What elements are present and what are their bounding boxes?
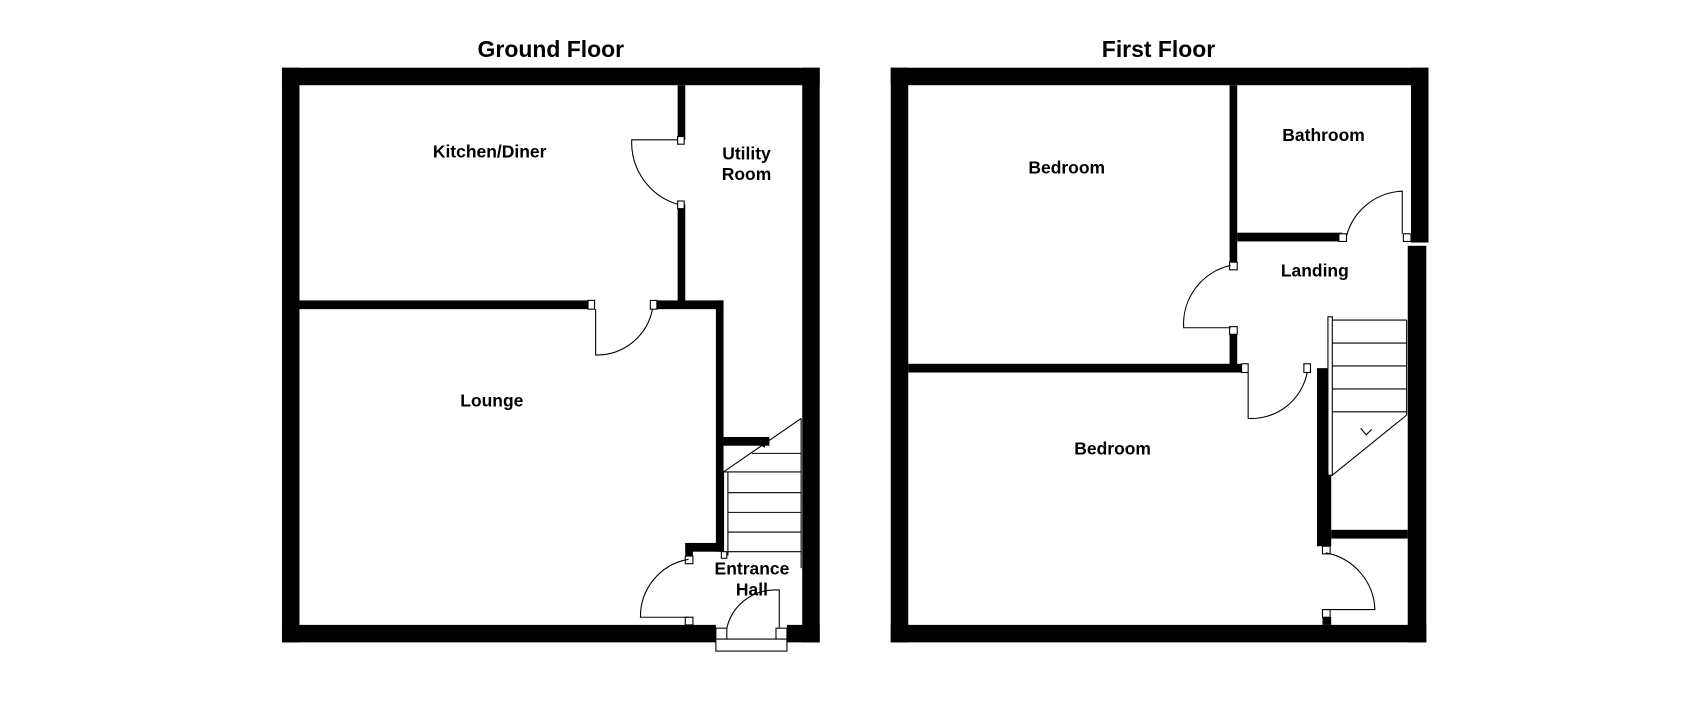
outer-wall-bottom <box>281 624 716 643</box>
outer-wall-right <box>1410 67 1429 243</box>
room-label-landing: Landing <box>1281 260 1349 280</box>
internal-wall <box>1322 617 1332 625</box>
front-door[interactable] <box>715 589 788 652</box>
room-label-bathroom: Bathroom <box>1282 125 1365 145</box>
staircase-first <box>1327 316 1408 476</box>
outer-wall-right <box>802 67 820 643</box>
internal-wall <box>1229 85 1238 266</box>
internal-wall <box>715 300 724 552</box>
internal-wall <box>723 436 770 446</box>
room-label-entrance-hall: Hall <box>736 579 768 599</box>
room-label-utility: Room <box>722 164 772 184</box>
room-label-kitchen: Kitchen/Diner <box>433 141 547 161</box>
first-floor-plan: First Floor <box>890 36 1429 643</box>
outer-wall-bottom-right <box>786 624 820 643</box>
room-label-utility: Utility <box>722 144 771 164</box>
internal-wall <box>299 300 591 310</box>
door-bathroom[interactable] <box>1338 190 1412 242</box>
first-floor-title: First Floor <box>1102 36 1216 62</box>
door-kitchen-utility[interactable] <box>631 136 685 210</box>
outer-wall-left <box>281 67 300 643</box>
door-bedroom2-landing[interactable] <box>1241 363 1311 419</box>
outer-wall-right <box>1407 245 1427 643</box>
internal-wall <box>685 542 693 559</box>
internal-wall <box>677 204 686 303</box>
internal-wall <box>1331 529 1408 539</box>
door-lounge-hall[interactable] <box>639 555 694 626</box>
internal-wall <box>908 363 1246 373</box>
room-label-entrance-hall: Entrance <box>715 559 790 579</box>
ground-floor-plan: Ground Floor <box>281 36 820 652</box>
outer-wall-top <box>281 67 820 86</box>
door-bedroom-landing[interactable] <box>1183 261 1238 335</box>
internal-wall <box>653 300 724 310</box>
door-bedroom2-cupboard[interactable] <box>1321 545 1376 618</box>
ground-floor-title: Ground Floor <box>478 36 625 62</box>
outer-wall-top <box>890 67 1429 86</box>
outer-wall-bottom <box>890 624 1427 643</box>
outer-wall-left <box>890 67 909 643</box>
internal-wall <box>685 542 724 552</box>
room-label-bedroom: Bedroom <box>1028 158 1105 178</box>
internal-wall <box>1229 329 1238 372</box>
internal-wall <box>677 85 686 140</box>
room-label-lounge: Lounge <box>460 390 523 410</box>
door-kitchen-lounge[interactable] <box>587 299 658 356</box>
internal-wall <box>1237 232 1343 242</box>
room-label-bedroom: Bedroom <box>1074 438 1151 458</box>
